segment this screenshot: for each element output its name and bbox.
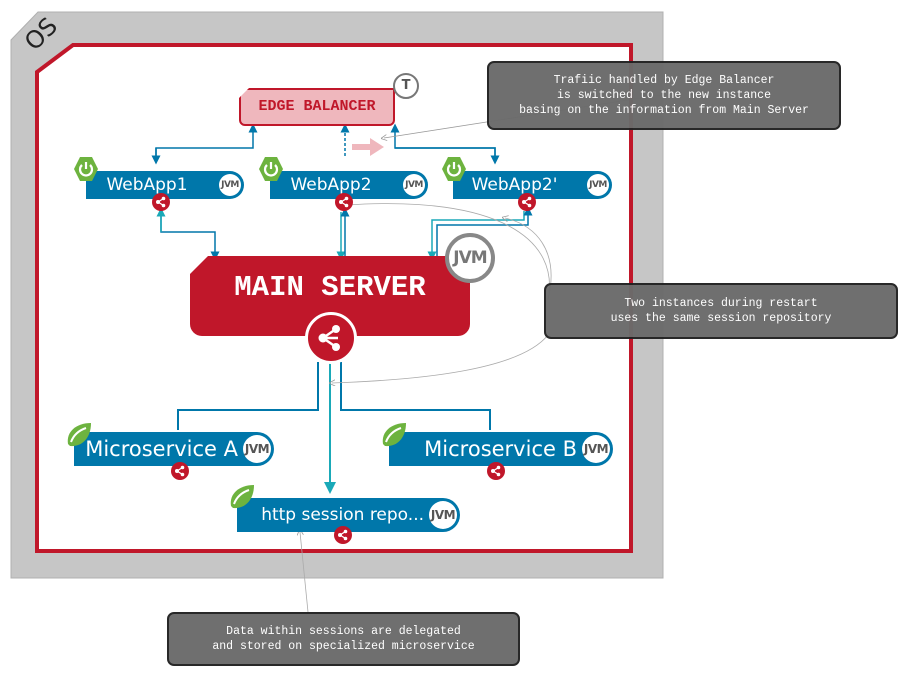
note-line: Trafiic handled by Edge Balancer: [553, 74, 775, 87]
spring-leaf-icon: [67, 423, 91, 447]
jvm-badge-icon: JVM: [219, 174, 241, 196]
timer-badge-icon: T: [393, 73, 419, 99]
webapp-2-prime-label: WebApp2': [471, 175, 558, 195]
share-icon[interactable]: [334, 526, 352, 544]
microservice-a[interactable]: Microservice A JVM: [74, 432, 274, 466]
microservice-b[interactable]: Microservice B JVM: [389, 432, 613, 466]
microservice-b-label: Microservice B: [424, 437, 577, 461]
note-restart: Two instances during restart uses the sa…: [544, 283, 898, 339]
microservice-a-label: Microservice A: [85, 437, 238, 461]
switch-arrow-icon: [352, 138, 384, 156]
note-line: basing on the information from Main Serv…: [519, 104, 809, 117]
share-icon[interactable]: [335, 193, 353, 211]
timer-badge-label: T: [401, 78, 411, 93]
spring-boot-power-icon: [259, 157, 283, 181]
share-icon[interactable]: [518, 193, 536, 211]
jvm-badge-icon: JVM: [429, 501, 457, 529]
spring-boot-power-icon: [74, 157, 98, 181]
http-session-repository[interactable]: http session repo... JVM: [237, 498, 460, 532]
jvm-badge-icon: JVM: [403, 174, 425, 196]
note-line: and stored on specialized microservice: [212, 640, 475, 653]
note-session: Data within sessions are delegated and s…: [167, 612, 520, 666]
spring-leaf-icon: [382, 423, 406, 447]
webapp-2-label: WebApp2: [290, 175, 372, 195]
note-line: Two instances during restart: [624, 297, 818, 310]
jvm-badge-icon: JVM: [445, 233, 495, 283]
share-icon[interactable]: [171, 462, 189, 480]
os-label: OS: [19, 12, 64, 56]
spring-boot-power-icon: [442, 157, 466, 181]
webapp-1-label: WebApp1: [106, 175, 188, 195]
edge-balancer-label: EDGE BALANCER: [258, 98, 376, 115]
edge-balancer[interactable]: EDGE BALANCER: [239, 88, 395, 126]
note-edge-balancer: Trafiic handled by Edge Balancer is swit…: [487, 61, 841, 130]
main-server-share-icon[interactable]: [305, 312, 357, 364]
note-line: Data within sessions are delegated: [226, 625, 461, 638]
jvm-badge-icon: JVM: [243, 435, 271, 463]
main-server-runtime: JVM: [453, 248, 487, 268]
jvm-badge-icon: JVM: [587, 174, 609, 196]
http-session-repository-label: http session repo...: [261, 505, 424, 525]
spring-leaf-icon: [230, 485, 254, 509]
jvm-badge-icon: JVM: [582, 435, 610, 463]
note-line: is switched to the new instance: [557, 89, 771, 102]
note-line: uses the same session repository: [610, 312, 832, 325]
share-icon[interactable]: [487, 462, 505, 480]
main-server-label: MAIN SERVER: [234, 271, 426, 304]
share-icon[interactable]: [152, 193, 170, 211]
